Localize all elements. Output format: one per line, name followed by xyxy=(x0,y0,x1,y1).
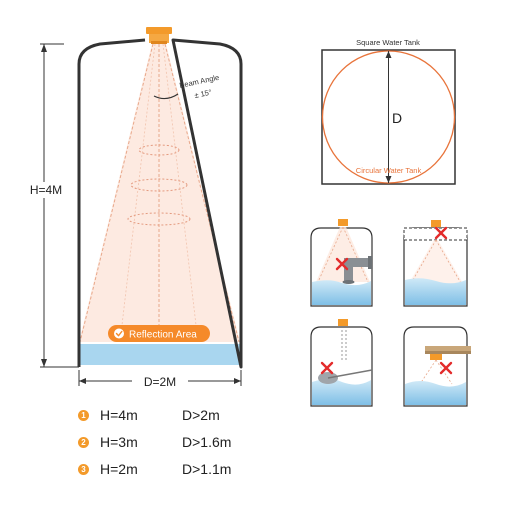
wrong-install-obstruction xyxy=(403,326,471,407)
number-badge: 3 xyxy=(78,463,89,475)
beam-cone xyxy=(79,44,240,342)
wrong-install-dome xyxy=(403,220,468,307)
spec-height: H=4m xyxy=(100,407,138,423)
reflection-area-label: Reflection Area xyxy=(129,330,197,341)
square-tank-label: Square Water Tank xyxy=(356,38,420,47)
spec-height: H=2m xyxy=(100,461,138,477)
check-icon xyxy=(114,328,124,339)
diameter-symbol: D xyxy=(392,110,402,126)
cross-icon xyxy=(335,257,349,271)
number-badge: 1 xyxy=(78,409,89,421)
ultrasonic-sensor xyxy=(146,27,172,44)
tank-diagram: Beam Angle ± 15° Reflection Area H=4M xyxy=(24,27,243,389)
spec-diameter: D>2m xyxy=(182,407,220,423)
wrong-install-mixer xyxy=(310,319,373,407)
spec-diameter: D>1.6m xyxy=(182,434,232,450)
sound-wave-ring xyxy=(130,178,188,192)
wrong-install-pipe xyxy=(310,219,373,307)
spec-row: 2 H=3m D>1.6m xyxy=(78,432,231,452)
cross-icon xyxy=(439,361,453,375)
beam-angle-value: ± 15° xyxy=(194,88,213,100)
cross-icon xyxy=(434,226,448,240)
spec-row: 3 H=2m D>1.1m xyxy=(78,459,231,479)
height-dimension: H=4M xyxy=(24,43,79,368)
circular-tank-label: Circular Water Tank xyxy=(356,166,422,175)
cross-icon xyxy=(320,361,334,375)
number-badge: 2 xyxy=(78,436,89,448)
tank-water xyxy=(79,344,240,365)
diameter-label: D=2M xyxy=(144,375,176,389)
sound-wave-ring xyxy=(127,212,191,226)
spec-row: 1 H=4m D>2m xyxy=(78,405,220,425)
beam-angle-title: Beam Angle xyxy=(179,73,220,90)
tank-shape-comparison: Square Water Tank D Circular Water Tank xyxy=(321,38,456,185)
height-label: H=4M xyxy=(30,183,62,197)
tank-outline xyxy=(77,38,243,369)
beam-angle-arc xyxy=(153,93,179,100)
spec-diameter: D>1.1m xyxy=(182,461,232,477)
spec-height: H=3m xyxy=(100,434,138,450)
diameter-dimension: D=2M xyxy=(78,370,242,389)
reflection-area-badge: Reflection Area xyxy=(108,325,210,342)
sound-wave-ring xyxy=(138,144,180,156)
